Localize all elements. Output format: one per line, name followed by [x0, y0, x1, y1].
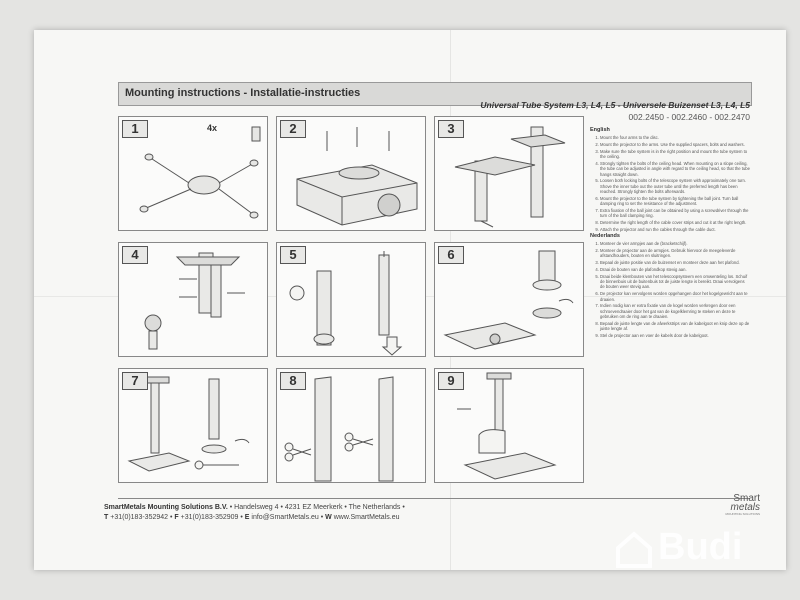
step-7-illustration: [127, 376, 250, 472]
step-8-illustration: [284, 376, 394, 482]
phone-number: +31(0)183-352942: [110, 514, 169, 521]
step-number: 2: [280, 120, 306, 138]
step-panel-8: 8: [276, 368, 426, 483]
step-panel-7: 7: [118, 368, 268, 483]
step-panel-2: 2: [276, 116, 426, 231]
instructions-text: English Mount the four arms to the disc.…: [590, 126, 750, 506]
footer-contact-line: T +31(0)183-352942 • F +31(0)183-352909 …: [104, 514, 400, 521]
dutch-step: Stel de projector aan en voer de kabels …: [600, 333, 750, 338]
english-step: Loosen both locking bolts of the telesco…: [600, 178, 750, 194]
scissors-icon: [284, 442, 294, 452]
dutch-step: Indien nodig kan er extra fixatie van de…: [600, 303, 750, 319]
step-number: 3: [438, 120, 464, 138]
step-3-illustration: [454, 126, 566, 228]
footer-address-line: SmartMetals Mounting Solutions B.V. • Ha…: [104, 504, 405, 511]
email-address: info@SmartMetals.eu: [251, 514, 319, 521]
page-title: Mounting instructions - Installatie-inst…: [125, 87, 361, 99]
dutch-step: Monteer de projector aan de armpjes. Geb…: [600, 248, 750, 259]
product-codes: 002.2450 - 002.2460 - 002.2470: [628, 112, 750, 122]
step-9-illustration: [457, 372, 557, 480]
product-name: Universal Tube System L3, L4, L5 - Unive…: [480, 100, 750, 110]
step-number: 6: [438, 246, 464, 264]
english-step: Extra fixation of the ball joint can be …: [600, 208, 750, 219]
english-step: Attach the projector and run the cables …: [600, 227, 750, 232]
step-panel-4: 4: [118, 242, 268, 357]
smartmetals-logo: Smart metals MOUNTING SOLUTIONS: [712, 493, 760, 517]
dutch-step: Bepaal de juiste lengte van de afwerkstr…: [600, 321, 750, 332]
budi-logo-icon: [616, 531, 652, 568]
step-panel-1: 1 4x: [118, 116, 268, 231]
english-heading: English: [590, 127, 610, 133]
phone-label: T: [104, 514, 109, 521]
quantity-label: 4x: [207, 123, 218, 133]
company-name: SmartMetals Mounting Solutions B.V.: [104, 504, 228, 511]
step-2-illustration: [296, 127, 418, 226]
product-subtitle: Universal Tube System L3, L4, L5 - Unive…: [118, 100, 750, 122]
header-bar: Mounting instructions - Installatie-inst…: [118, 82, 752, 106]
step-number: 9: [438, 372, 464, 390]
dutch-steps: Monteer de vier armpjes aan de (brackets…: [590, 241, 750, 338]
logo-line-2: metals: [730, 502, 760, 513]
step-panel-5: 5: [276, 242, 426, 357]
dutch-step: Bepaal de juiste positie van de buizense…: [600, 260, 750, 265]
step-panel-3: 3: [434, 116, 584, 231]
step-panel-6: 6: [434, 242, 584, 357]
footer-divider: [118, 498, 750, 499]
web-label: W: [325, 514, 332, 521]
logo-tagline: MOUNTING SOLUTIONS: [725, 512, 760, 516]
step-4-illustration: [144, 252, 245, 350]
english-step: Mount the four arms to the disc.: [600, 135, 750, 140]
dutch-step: De projector kan vervolgens worden opgeh…: [600, 291, 750, 302]
dutch-heading: Nederlands: [590, 233, 620, 240]
step-6-illustration: [443, 250, 574, 350]
fax-label: F: [174, 514, 179, 521]
website: www.SmartMetals.eu: [333, 514, 400, 521]
company-address: • Handelsweg 4 • 4231 EZ Meerkerk • The …: [229, 504, 405, 511]
step-5-illustration: [289, 251, 403, 356]
dutch-step: Monteer de vier armpjes aan de (brackets…: [600, 241, 750, 246]
step-number: 8: [280, 372, 306, 390]
bolt-icon: [251, 126, 261, 142]
english-step: Determine the right length of the cable …: [600, 220, 750, 225]
budi-watermark: Budi: [614, 524, 794, 574]
english-step: Make sure the tube system is in the righ…: [600, 149, 750, 160]
step-number: 4: [122, 246, 148, 264]
english-step: Mount the projector to the arms. Use the…: [600, 142, 750, 147]
logo-line-1: Smart: [733, 493, 760, 504]
dutch-step: Draai beide klembouten van het telescoop…: [600, 274, 750, 290]
step-number: 1: [122, 120, 148, 138]
dutch-step: Draai de bouten van de plafondkop stevig…: [600, 267, 750, 272]
step-panel-9: 9: [434, 368, 584, 483]
step-number: 7: [122, 372, 148, 390]
step-number: 5: [280, 246, 306, 264]
watermark-text: Budi: [658, 526, 743, 568]
fax-number: +31(0)183-352909: [180, 514, 239, 521]
step-1-illustration: [139, 126, 261, 219]
english-step: Strongly tighten the bolts of the ceilin…: [600, 161, 750, 177]
email-label: E: [244, 514, 250, 521]
english-step: Mount the projector to the tube system b…: [600, 196, 750, 207]
english-steps: Mount the four arms to the disc. Mount t…: [590, 135, 750, 232]
